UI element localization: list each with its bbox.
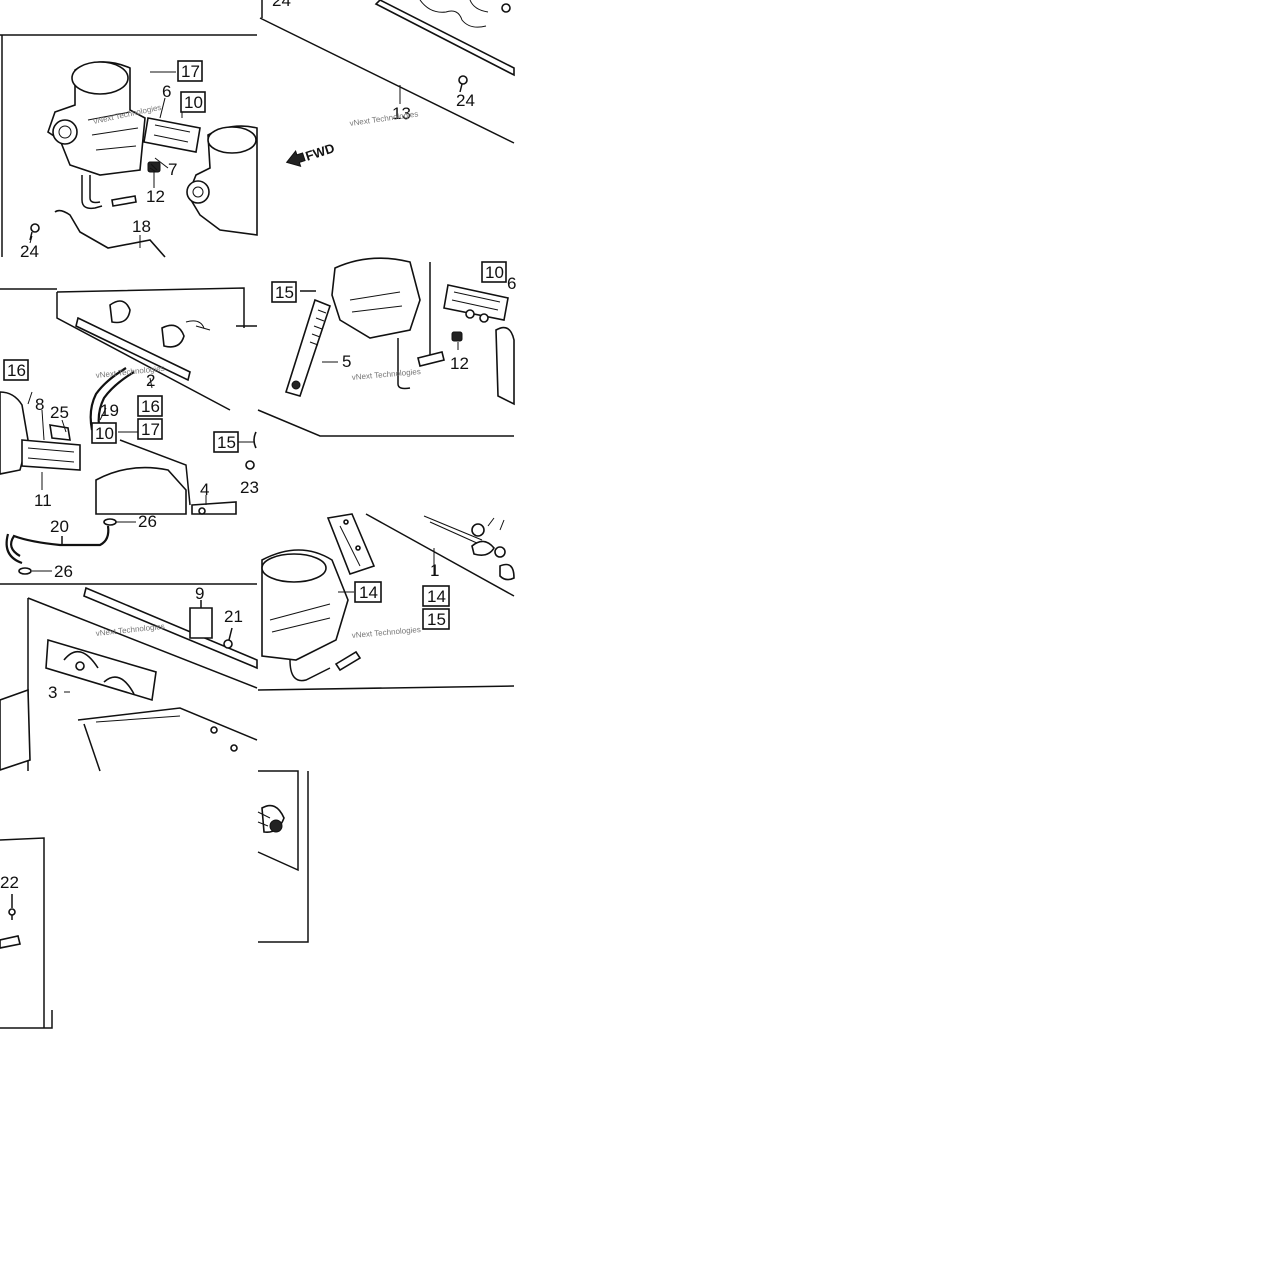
label-9: 9 — [195, 584, 204, 603]
label-3: 3 — [48, 683, 57, 702]
label-12: 12 — [146, 187, 165, 206]
label-21: 21 — [224, 607, 243, 626]
rail-part-2 — [75, 316, 191, 382]
label-10-right: 10 — [485, 263, 504, 282]
label-15-right: 15 — [275, 283, 294, 302]
label-13: 13 — [392, 104, 411, 123]
bracket-part-18 — [54, 209, 166, 258]
label-12-right: 12 — [450, 354, 469, 373]
label-25: 25 — [50, 403, 69, 422]
hose-part-19 — [89, 367, 127, 431]
label-19: 19 — [100, 401, 119, 420]
diaphragm-shape — [109, 300, 131, 324]
linkage-plate-right — [443, 284, 509, 321]
tile-top-right: 24 13 24 FWD vNext Technologies — [259, 0, 515, 167]
screw-part-24b — [458, 75, 468, 93]
label-17: 17 — [181, 62, 200, 81]
label-14-right: 14 — [427, 587, 446, 606]
tile-lower-right: 14 1 14 15 vNext Technologies — [257, 513, 515, 691]
fwd-label: FWD — [304, 140, 337, 163]
label-24-top: 24 — [272, 0, 291, 10]
tile-middle-right: 15 10 6 5 12 vNext Technologies — [257, 257, 516, 437]
label-20: 20 — [50, 517, 69, 536]
forward-direction-arrow-icon: FWD — [285, 140, 337, 167]
label-5: 5 — [342, 352, 351, 371]
label-15-mid: 15 — [217, 433, 236, 452]
label-15-lower: 15 — [427, 610, 446, 629]
label-26-bottom: 26 — [54, 562, 73, 581]
label-17-mid: 17 — [141, 420, 160, 439]
label-10-mid: 10 — [95, 424, 114, 443]
part-9-block — [189, 607, 213, 639]
linkage-plate — [143, 117, 201, 153]
spring-part-12 — [147, 161, 161, 173]
tile-bottom-left: 22 — [0, 770, 309, 1029]
label-14-left: 14 — [359, 583, 378, 602]
watermark-2: vNext Technologies — [349, 109, 419, 128]
label-10: 10 — [184, 93, 203, 112]
hose-part-20 — [9, 525, 110, 557]
label-4: 4 — [200, 480, 209, 499]
label-24: 24 — [20, 242, 39, 261]
carburetor-inlet — [52, 119, 78, 145]
spring-part-5 — [284, 298, 331, 397]
watermark-4: vNext Technologies — [351, 367, 421, 382]
tile-middle-left: 16 8 25 19 2 16 10 17 15 4 23 11 vNext T… — [0, 287, 259, 515]
watermark-5: vNext Technologies — [95, 622, 165, 638]
tile-top-left: 17 6 10 7 12 18 24 vNext Technologies — [0, 34, 258, 261]
tile-lower-left: 20 26 26 9 21 3 vNext Technologies — [0, 512, 258, 772]
gasket-strip — [326, 513, 376, 575]
screw-part-24 — [29, 223, 40, 241]
rail-part-13 — [374, 0, 515, 77]
label-22: 22 — [0, 873, 19, 892]
carburetor-right — [95, 466, 187, 515]
label-1: 1 — [430, 561, 439, 580]
pin-part-22 — [8, 894, 16, 920]
linkage-block — [21, 439, 81, 471]
label-23: 23 — [240, 478, 259, 497]
label-8: 8 — [35, 395, 44, 414]
label-16-left: 16 — [7, 361, 26, 380]
spring-part-12b — [451, 331, 463, 342]
label-6: 6 — [162, 82, 171, 101]
label-24-right: 24 — [456, 91, 475, 110]
label-11: 11 — [34, 491, 52, 510]
watermark-6: vNext Technologies — [351, 625, 421, 640]
carburetor-center — [331, 257, 421, 339]
plate-part-3 — [45, 638, 157, 702]
label-2: 2 — [146, 371, 155, 390]
label-7: 7 — [168, 160, 177, 179]
carburetor-top-cap — [71, 61, 129, 95]
label-26-top: 26 — [138, 512, 157, 531]
label-16-right: 16 — [141, 397, 160, 416]
label-18: 18 — [132, 217, 151, 236]
label-6-right: 6 — [507, 274, 516, 293]
